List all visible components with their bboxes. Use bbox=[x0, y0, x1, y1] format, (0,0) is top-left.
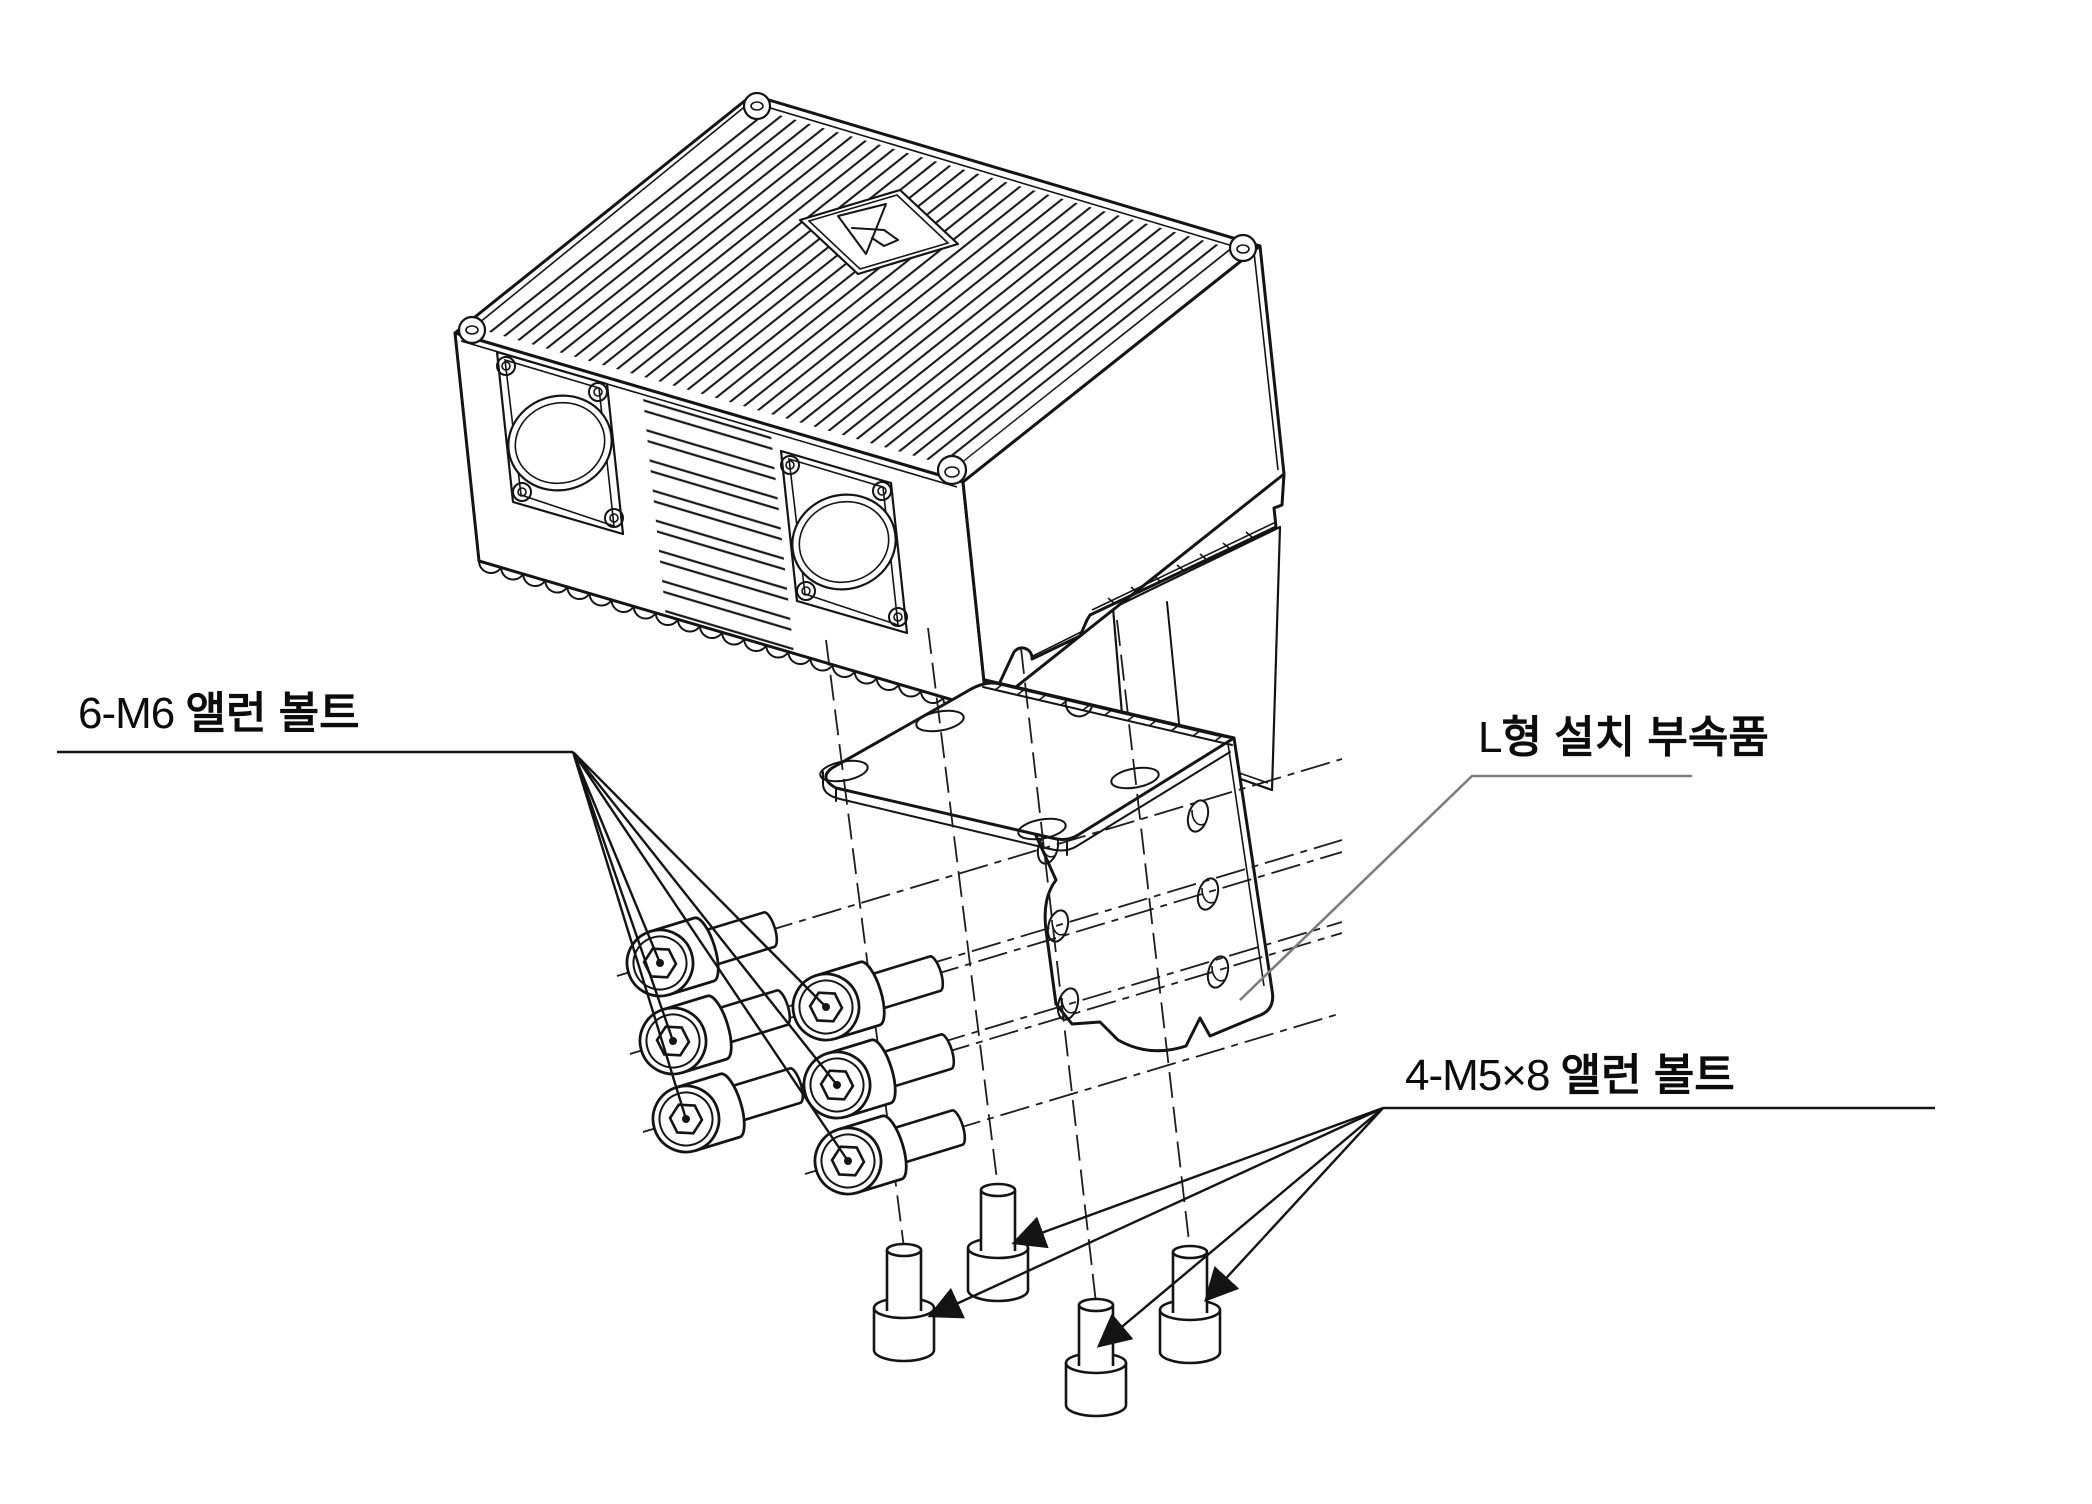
m5-bolt-group bbox=[872, 1182, 1222, 1418]
m5-bolt-2 bbox=[966, 1182, 1030, 1303]
serrated-fin-edge bbox=[477, 560, 989, 717]
device-unit-drawing bbox=[453, 91, 1286, 792]
label-bracket: L형 설치 부속품 bbox=[1478, 713, 1769, 762]
label-m5-bolts: 4-M5×8 앨런 볼트 bbox=[1405, 1051, 1735, 1100]
m5-bolt-1 bbox=[872, 1242, 936, 1363]
label-m6-prefix: 6-M6 bbox=[78, 689, 185, 738]
heatsink-fins bbox=[483, 109, 1232, 468]
l-bracket-drawing bbox=[819, 678, 1275, 1053]
logo-plate bbox=[798, 188, 960, 276]
m6-label-leaders bbox=[57, 750, 852, 1165]
m5-bolt-4 bbox=[1158, 1244, 1222, 1365]
label-m6-korean: 앨런 볼트 bbox=[185, 689, 359, 738]
label-bracket-korean: 형 설치 부속품 bbox=[1501, 713, 1768, 762]
m5-label-leaders bbox=[927, 1106, 1935, 1348]
label-bracket-prefix: L bbox=[1478, 713, 1502, 762]
front-louvers bbox=[642, 388, 794, 655]
bracket-plate bbox=[819, 679, 1236, 856]
label-m5-korean: 앨런 볼트 bbox=[1561, 1051, 1735, 1100]
label-m5-prefix: 4-M5×8 bbox=[1405, 1051, 1561, 1100]
label-m6-bolts: 6-M6 앨런 볼트 bbox=[78, 689, 360, 738]
m5-bolt-3 bbox=[1064, 1297, 1128, 1418]
corner-screw-bosses bbox=[457, 91, 1258, 486]
connector-left bbox=[495, 350, 625, 536]
device-bottom-edge bbox=[985, 472, 1286, 712]
connector-right bbox=[779, 449, 909, 635]
m6-bolt-group bbox=[617, 894, 974, 1204]
m6-bolt-4 bbox=[783, 938, 952, 1050]
bracket-label-leader bbox=[1239, 774, 1692, 1001]
